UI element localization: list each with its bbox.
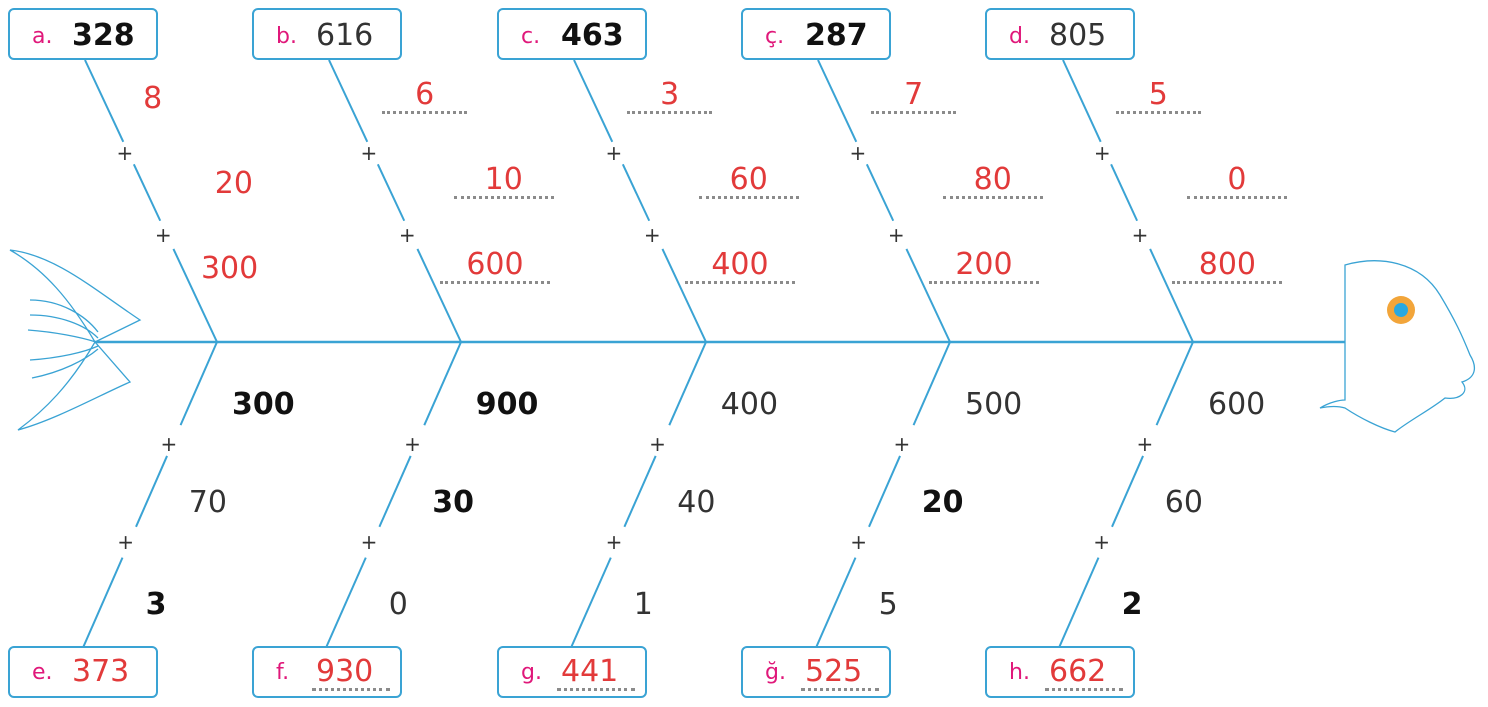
given-value-ones: 1 [634,590,653,620]
item-number: 287 [805,18,868,53]
bottom-answer-box: e. 373 [8,646,158,698]
answer-value: 80 [943,165,1043,195]
answer-value-tens: 20 [215,169,253,199]
given-value-tens: 60 [1165,488,1203,518]
answer-blank-tens[interactable]: 60 [699,165,799,199]
answer-blank-hundreds[interactable]: 800 [1172,250,1282,284]
plus-sign: + [361,532,378,552]
top-number-box: ç. 287 [741,8,891,60]
plus-sign: + [361,143,378,163]
answer-blank-hundreds[interactable]: 400 [685,250,795,284]
plus-sign: + [117,143,134,163]
given-value-tens: 20 [922,488,964,518]
plus-sign: + [1093,532,1110,552]
answer-value-hundreds: 300 [201,254,258,284]
plus-sign: + [850,532,867,552]
given-value-ones: 0 [389,590,408,620]
top-number-box: c. 463 [497,8,647,60]
sum-answer: 373 [72,654,129,689]
answer-value: 3 [627,80,712,110]
plus-sign: + [893,434,910,454]
sum-answer: 930 [316,654,373,689]
item-number: 328 [72,18,135,53]
item-letter: ç. [765,24,784,49]
given-value-hundreds: 300 [232,390,295,420]
answer-value-ones: 8 [143,84,162,114]
top-number-box: a. 328 [8,8,158,60]
given-value-hundreds: 600 [1208,390,1265,420]
given-value-ones: 2 [1122,590,1143,620]
sum-answer: 441 [561,654,618,689]
item-letter: e. [32,660,53,685]
plus-sign: + [1132,225,1149,245]
plus-sign: + [404,434,421,454]
plus-sign: + [160,434,177,454]
item-number: 805 [1049,18,1106,53]
item-letter: c. [521,24,540,49]
item-letter: b. [276,24,297,49]
plus-sign: + [888,225,905,245]
answer-blank-ones[interactable]: 7 [871,80,956,114]
answer-blank-ones[interactable]: 3 [627,80,712,114]
given-value-ones: 3 [146,590,167,620]
bottom-answer-box[interactable]: h. 662 [985,646,1135,698]
sum-answer: 662 [1049,654,1106,689]
answer-value: 10 [454,165,554,195]
given-value-ones: 5 [879,590,898,620]
plus-sign: + [850,143,867,163]
sum-answer: 525 [805,654,862,689]
given-value-tens: 40 [677,488,715,518]
plus-sign: + [1136,434,1153,454]
answer-value: 400 [685,250,795,280]
item-letter: h. [1009,660,1030,685]
given-value-hundreds: 400 [721,390,778,420]
plus-sign: + [155,225,172,245]
plus-sign: + [649,434,666,454]
given-value-tens: 30 [432,488,474,518]
answer-value: 5 [1116,80,1201,110]
bottom-answer-box[interactable]: g. 441 [497,646,647,698]
top-number-box: b. 616 [252,8,402,60]
given-value-hundreds: 500 [965,390,1022,420]
bottom-answer-box[interactable]: ğ. 525 [741,646,891,698]
answer-blank-hundreds[interactable]: 200 [929,250,1039,284]
answer-value: 7 [871,80,956,110]
given-value-hundreds: 900 [476,390,539,420]
item-letter: g. [521,660,542,685]
plus-sign: + [1094,143,1111,163]
item-letter: ğ. [765,660,786,685]
given-value-tens: 70 [189,488,227,518]
plus-sign: + [606,532,623,552]
answer-value: 800 [1172,250,1282,280]
item-letter: d. [1009,24,1030,49]
item-number: 463 [561,18,624,53]
item-number: 616 [316,18,373,53]
answer-blank-tens[interactable]: 80 [943,165,1043,199]
answer-value: 6 [382,80,467,110]
plus-sign: + [117,532,134,552]
answer-blank-tens[interactable]: 0 [1187,165,1287,199]
answer-blank-tens[interactable]: 10 [454,165,554,199]
answer-value: 0 [1187,165,1287,195]
item-letter: f. [276,660,289,685]
answer-blank-ones[interactable]: 5 [1116,80,1201,114]
bottom-answer-box[interactable]: f. 930 [252,646,402,698]
answer-value: 200 [929,250,1039,280]
answer-blank-ones[interactable]: 6 [382,80,467,114]
plus-sign: + [644,225,661,245]
answer-blank-hundreds[interactable]: 600 [440,250,550,284]
answer-value: 60 [699,165,799,195]
plus-sign: + [399,225,416,245]
top-number-box: d. 805 [985,8,1135,60]
item-letter: a. [32,24,52,49]
plus-sign: + [606,143,623,163]
answer-value: 600 [440,250,550,280]
